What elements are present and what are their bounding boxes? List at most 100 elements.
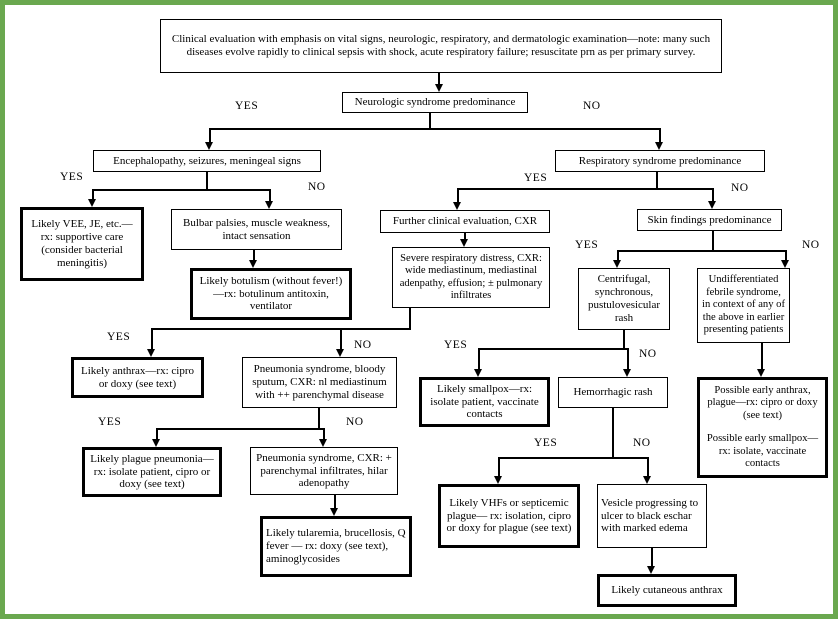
arrowhead-down-icon [319,439,327,447]
arrowhead-down-icon [647,566,655,574]
connector-line [429,112,431,130]
connector-line [151,328,411,330]
edge-label-yes: YES [235,100,259,112]
node-hemorrhagic-rash: Hemorrhagic rash [558,377,668,408]
node-text: Likely botulism (without fever!)—rx: bot… [199,274,343,313]
arrowhead-down-icon [330,508,338,516]
node-text: Likely smallpox—rx: isolate patient, vac… [430,382,539,421]
node-pneumonia-bloody-sputum: Pneumonia syndrome, bloody sputum, CXR: … [242,357,397,408]
connector-line [206,172,208,191]
connector-line [623,330,625,350]
node-text: Hemorrhagic rash [573,386,653,399]
connector-line [478,348,629,350]
arrowhead-down-icon [435,84,443,92]
node-respiratory-syndrome: Respiratory syndrome predominance [555,150,765,172]
node-text: Possible early anthrax, plague—rx: cipro… [707,384,818,421]
node-text: Skin findings predominance [647,213,772,226]
node-likely-anthrax: Likely anthrax—rx: cipro or doxy (see te… [71,357,204,398]
connector-line [334,495,336,510]
edge-label-yes: YES [534,437,558,449]
edge-label-no: NO [308,181,326,193]
node-clinical-evaluation: Clinical evaluation with emphasis on vit… [160,19,722,73]
edge-label-no: NO [583,100,601,112]
arrowhead-down-icon [205,142,213,150]
connector-line [612,408,614,459]
arrowhead-down-icon [152,439,160,447]
connector-line [457,188,714,190]
connector-line [478,349,480,371]
node-text: Likely cutaneous anthrax [611,584,723,597]
connector-line [617,251,619,262]
node-further-clinical-evaluation: Further clinical evaluation, CXR [380,210,550,233]
node-text: Undifferentiated febrile syndrome, in co… [702,274,785,336]
node-text: Further clinical evaluation, CXR [392,215,538,228]
arrowhead-down-icon [336,349,344,357]
connector-line [617,250,787,252]
connector-line [651,548,653,568]
connector-line [151,329,153,351]
connector-line [318,408,320,430]
node-text: Encephalopathy, seizures, meningeal sign… [113,154,301,167]
node-text: Likely plague pneumonia—rx: isolate pati… [90,452,214,491]
connector-line [156,428,325,430]
node-likely-botulism: Likely botulism (without fever!)—rx: bot… [190,268,352,320]
connector-line [323,429,325,441]
arrowhead-down-icon [147,349,155,357]
node-text: Likely tularemia, brucellosis, Q fever —… [266,527,406,565]
node-centrifugal-rash: Centrifugal, synchronous, pustulovesicul… [578,268,670,330]
edge-label-yes: YES [444,339,468,351]
arrowhead-down-icon [249,260,257,268]
arrowhead-down-icon [655,142,663,150]
node-likely-tularemia: Likely tularemia, brucellosis, Q fever —… [260,516,412,577]
arrowhead-down-icon [623,369,631,377]
arrowhead-down-icon [643,476,651,484]
node-text: Likely VHFs or septicemic plague— rx: is… [446,496,572,535]
node-likely-cutaneous-anthrax: Likely cutaneous anthrax [597,574,737,607]
node-likely-vhf-septicemic-plague: Likely VHFs or septicemic plague— rx: is… [438,484,580,548]
node-text: Possible early smallpox—rx: isolate, vac… [706,433,819,469]
node-neurologic-syndrome: Neurologic syndrome predominance [342,92,528,113]
arrowhead-down-icon [474,369,482,377]
node-text: Neurologic syndrome predominance [354,96,516,109]
node-likely-vee-je: Likely VEE, JE, etc.—rx: supportive care… [20,207,144,281]
connector-line [156,429,158,441]
node-bulbar-palsies: Bulbar palsies, muscle weakness, intact … [171,209,342,250]
edge-label-no: NO [731,182,749,194]
node-text: Clinical evaluation with emphasis on vit… [171,33,711,58]
edge-label-no: NO [639,348,657,360]
connector-line [409,308,411,330]
connector-line [712,231,714,252]
connector-line [761,343,763,371]
edge-label-no: NO [633,437,651,449]
node-severe-respiratory-distress: Severe respiratory distress, CXR: wide m… [392,247,550,308]
node-text: Likely VEE, JE, etc.—rx: supportive care… [31,218,133,269]
edge-label-yes: YES [524,172,548,184]
edge-label-yes: YES [575,239,599,251]
connector-line [438,72,440,86]
connector-line [269,190,271,203]
node-text: Pneumonia syndrome, CXR: + parenchymal i… [256,451,392,490]
arrowhead-down-icon [708,201,716,209]
connector-line [457,189,459,204]
connector-line [498,457,649,459]
edge-label-no: NO [346,416,364,428]
arrowhead-down-icon [88,199,96,207]
connector-line [785,251,787,262]
connector-line [253,250,255,262]
arrowhead-down-icon [453,202,461,210]
node-vesicle-eschar: Vesicle progressing to ulcer to black es… [597,484,707,548]
node-possible-early-anthrax-smallpox: Possible early anthrax, plague—rx: cipro… [697,377,828,478]
node-text: Bulbar palsies, muscle weakness, intact … [183,216,330,242]
connector-line [712,189,714,203]
node-text: Respiratory syndrome predominance [578,154,742,167]
edge-label-yes: YES [98,416,122,428]
node-text: Centrifugal, synchronous, pustulovesicul… [587,273,661,324]
connector-line [656,172,658,190]
node-text: Severe respiratory distress, CXR: wide m… [399,252,543,302]
connector-line [498,458,500,478]
connector-line [647,458,649,478]
node-pneumonia-hilar-adenopathy: Pneumonia syndrome, CXR: + parenchymal i… [250,447,398,495]
connector-line [627,349,629,371]
connector-line [340,329,342,351]
